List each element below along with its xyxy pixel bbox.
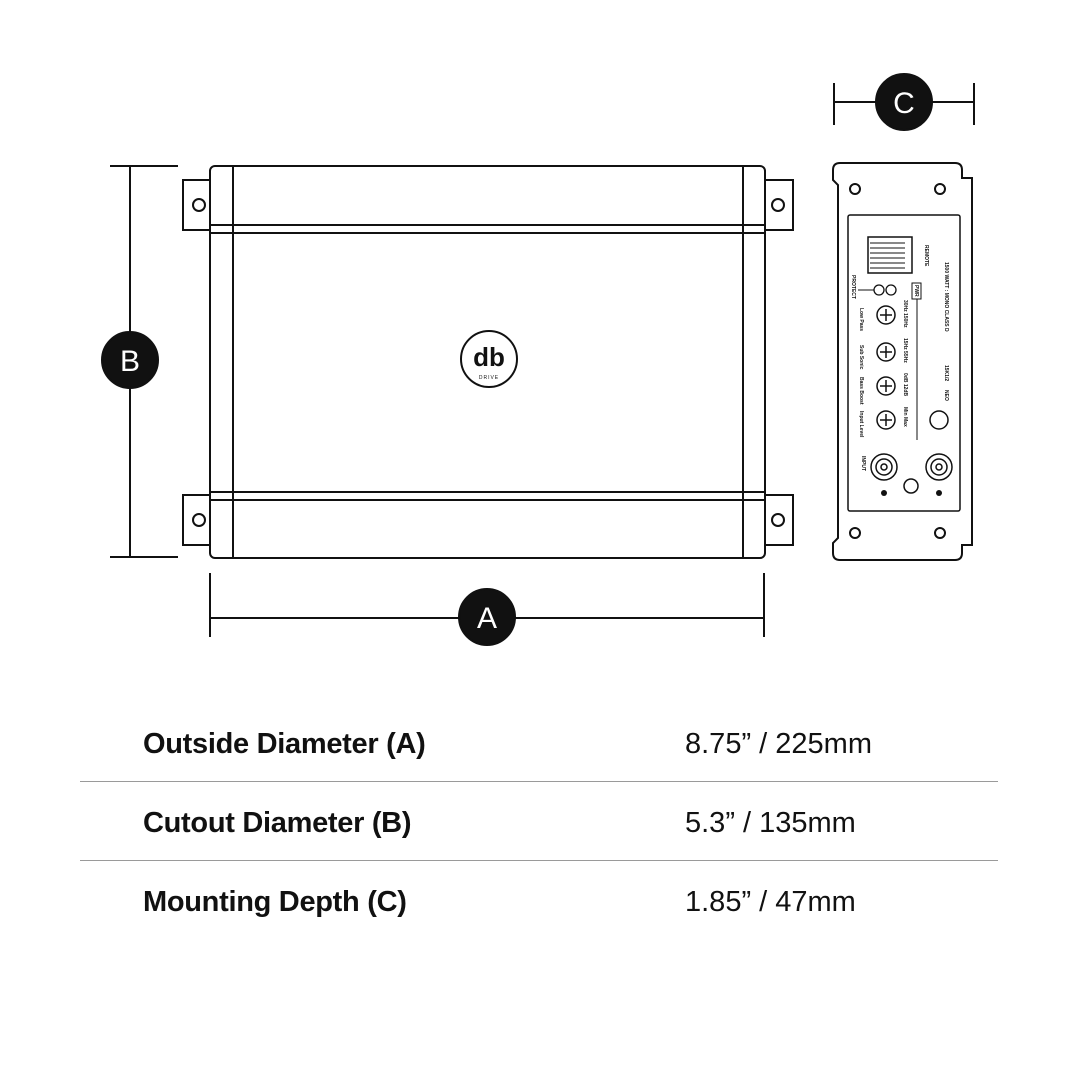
mounting-hole <box>771 198 785 212</box>
mounting-tab-bottom-left <box>182 494 210 546</box>
control-label: Bass Boost <box>858 377 864 405</box>
control-range: 0dB 12dB <box>902 373 908 396</box>
spec-value: 5.3” / 135mm <box>685 807 856 839</box>
control-range: 30Hz 150Hz <box>902 300 908 328</box>
marker-b: B <box>120 345 140 378</box>
control-label: Low Pass <box>858 308 864 331</box>
dimension-b: B <box>101 165 178 558</box>
amplifier-end-panel: REMOTE PROTECT PWR 1500 WATT : MONO CLAS… <box>832 162 973 561</box>
mounting-hole <box>771 513 785 527</box>
amplifier-body <box>209 165 766 559</box>
spec-label: Mounting Depth (C) <box>143 886 407 918</box>
mounting-tab-top-right <box>765 179 794 231</box>
remote-label: REMOTE <box>923 245 929 267</box>
dimension-a: A <box>209 573 765 646</box>
low-pass-knob <box>876 305 896 325</box>
db-drive-logo: db DRIVE <box>460 330 518 388</box>
rca-input-left <box>870 453 898 481</box>
model-name-label: 15K1/2 <box>943 365 949 381</box>
end-panel-logo <box>929 410 949 430</box>
sub-sonic-knob <box>876 342 896 362</box>
mounting-hole <box>192 198 206 212</box>
mounting-hole <box>192 513 206 527</box>
pwr-label: PWR <box>913 285 919 297</box>
control-range: Min Max <box>902 407 908 427</box>
spec-row-cutout-diameter: Cutout Diameter (B) 5.3” / 135mm <box>80 783 998 862</box>
mounting-tab-bottom-right <box>765 494 794 546</box>
mounting-tab-top-left <box>182 179 210 231</box>
marker-c: C <box>893 87 915 120</box>
divider <box>80 860 998 861</box>
protect-led <box>873 284 885 296</box>
spec-row-mounting-depth: Mounting Depth (C) 1.85” / 47mm <box>80 862 998 941</box>
input-level-knob <box>876 410 896 430</box>
spec-row-outside-diameter: Outside Diameter (A) 8.75” / 225mm <box>80 704 998 783</box>
amplifier-top-view: db DRIVE <box>182 165 794 559</box>
bass-boost-knob <box>876 376 896 396</box>
protect-label: PROTECT <box>850 275 856 299</box>
logo-text: db <box>473 342 505 372</box>
remote-port <box>867 236 913 274</box>
spec-label: Cutout Diameter (B) <box>143 807 412 839</box>
spec-label: Outside Diameter (A) <box>143 728 426 760</box>
marker-a: A <box>477 602 497 635</box>
input-label: INPUT <box>860 456 866 471</box>
power-led <box>885 284 897 296</box>
divider <box>80 781 998 782</box>
control-label: Sub Sonic <box>858 345 864 370</box>
control-range: 15Hz 55Hz <box>902 338 908 363</box>
spec-value: 1.85” / 47mm <box>685 886 856 918</box>
rca-input-right <box>925 453 953 481</box>
spec-value: 8.75” / 225mm <box>685 728 872 760</box>
dimension-c: C <box>833 73 975 131</box>
model-line-label: 1500 WATT : MONO CLASS D <box>943 262 949 332</box>
control-label: Input Level <box>858 411 864 438</box>
model-brand-label: NEO <box>943 390 949 401</box>
logo-subtext: DRIVE <box>479 375 499 381</box>
